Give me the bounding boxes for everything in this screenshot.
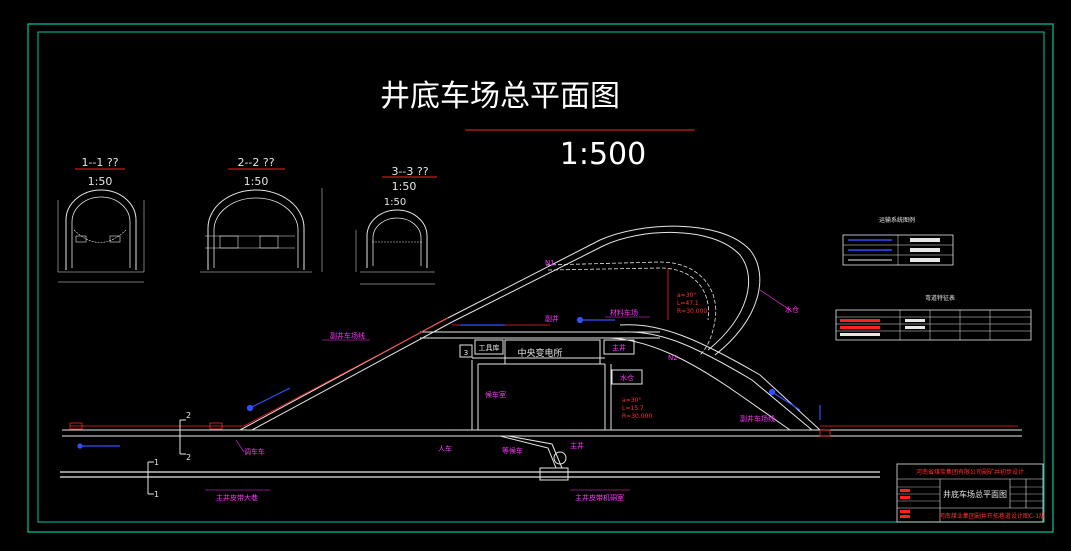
curve2-a: a=30° [622,397,641,404]
drawing-title: 井底车场总平面图 [380,79,620,114]
inner-frame [37,31,1045,523]
lbl-fujing: 副井 [545,314,559,323]
section-1-1: 1--1 ?? 1:50 [57,156,145,283]
lbl-fujing-car: 副井车场线 [330,331,365,340]
lbl-fujing-car2: 副井车场线 [740,414,775,423]
lbl-conveyor: 主井皮带大巷 [216,493,258,502]
lbl-water-tower: 水仓 [785,305,799,314]
feature-table-title: 弯道特征表 [925,294,955,302]
magenta-labels: 副井车场线 副井 材料车场 水仓 候车室 调车车 人车 等候车 主井 主井皮带大… [205,259,799,502]
blue-arrows [77,316,821,449]
marker-2-top: 2 [186,411,191,420]
section-1-scale: 1:50 [88,175,113,188]
marker-1-top: 1 [154,458,159,467]
lbl-zhujing: 主井 [570,441,584,450]
room-tool [474,339,504,355]
lbl-rihuo: 人车 [438,444,452,453]
tb-drawing-name: 井底车场总平面图 [943,489,1007,499]
lbl-nb: N1 [545,259,555,267]
room-substation-label: 中央变电所 [517,347,562,359]
section-3-3: 3--3 ?? 1:50 1:50 [355,165,437,285]
section-1-label: 1--1 ?? [81,156,118,169]
section-3-scale: 1:50 [392,180,417,193]
section-2-2: 2--2 ?? 1:50 [200,156,323,273]
curve1-l: L=47.1 [677,300,699,307]
feature-table: 弯道特征表 [835,294,1032,341]
section-2-scale: 1:50 [244,175,269,188]
room-sump-label: 水仓 [620,373,634,382]
room-box-3 [459,344,473,358]
legend-table: 运输系统图例 [842,216,954,266]
shaft-circle [553,451,567,465]
curve1-a: a=30° [677,292,696,299]
drawing-scale: 1:500 [560,137,646,172]
title-block: 河南省煤炭集团有限公司副矿井初步设计 井底车场总平面图 河南煤业集团副井开拓巷道… [896,463,1045,523]
room-tool-label: 工具库 [479,343,500,352]
marker-1-bot: 1 [154,490,159,499]
curve-params: a=30° L=47.1 R=30.000 a=30° L=15.7 R=30.… [622,292,707,420]
legend-title: 运输系统图例 [879,216,915,224]
rooms: 工具库 中央变电所 主井 水仓 3 [459,339,643,481]
curve1-r: R=30.000 [677,308,707,315]
room-pump [603,339,635,355]
marker-2-bot: 2 [186,453,191,462]
section-2-label: 2--2 ?? [237,156,274,169]
room-pump-label: 主井 [612,343,626,352]
section-3-sub: 1:50 [384,197,406,208]
tb-drawing-no: 河南煤业集团副井开拓巷道设计图C-1版 [939,512,1045,520]
box-3-num: 3 [464,349,468,357]
tb-company: 河南省煤炭集团有限公司副矿井初步设计 [916,468,1024,476]
lbl-shihuo: 等候车 [502,446,523,455]
lbl-tiaoche: 调车车 [244,447,265,456]
room-sump [611,369,643,385]
lbl-tunnel: 主井皮带机硐室 [575,493,624,502]
section-markers [147,419,186,495]
lbl-material: 材料车场 [610,308,638,317]
outer-frame [27,23,1054,533]
curve2-l: L=15.7 [622,405,644,412]
curve2-r: R=30.000 [622,413,652,420]
room-substation [504,339,601,365]
lbl-nb2: N2 [668,354,678,362]
section-3-label: 3--3 ?? [391,165,428,178]
lbl-wait-room: 候车室 [485,390,506,399]
shaft-box [539,467,569,481]
